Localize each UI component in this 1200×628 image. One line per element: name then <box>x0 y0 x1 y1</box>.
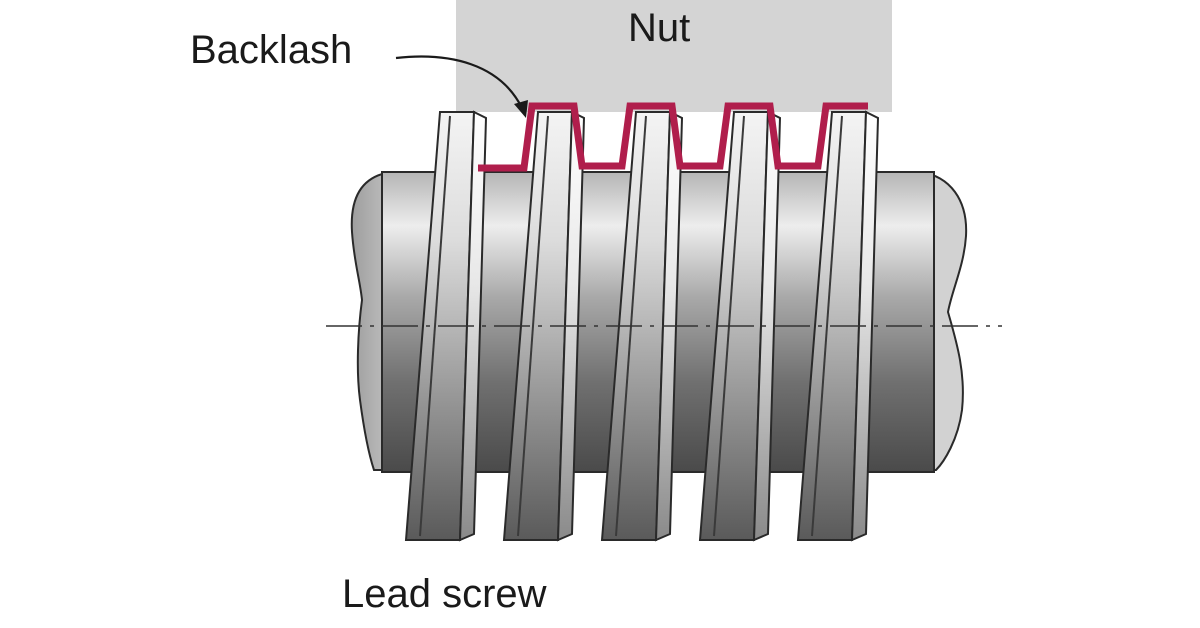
thread-shadow-line <box>517 115 549 537</box>
nut-label: Nut <box>628 6 691 50</box>
thread-shadow-line <box>811 115 843 537</box>
backlash-leader-arrow <box>395 55 523 109</box>
lead-screw-label: Lead screw <box>342 572 547 616</box>
backlash-gap <box>478 102 868 172</box>
nut-block <box>456 0 892 112</box>
backlash-arrowhead <box>514 100 528 118</box>
thread-crest <box>752 110 782 542</box>
backlash-label: Backlash <box>190 28 353 72</box>
thread-shadow-line <box>419 115 451 537</box>
